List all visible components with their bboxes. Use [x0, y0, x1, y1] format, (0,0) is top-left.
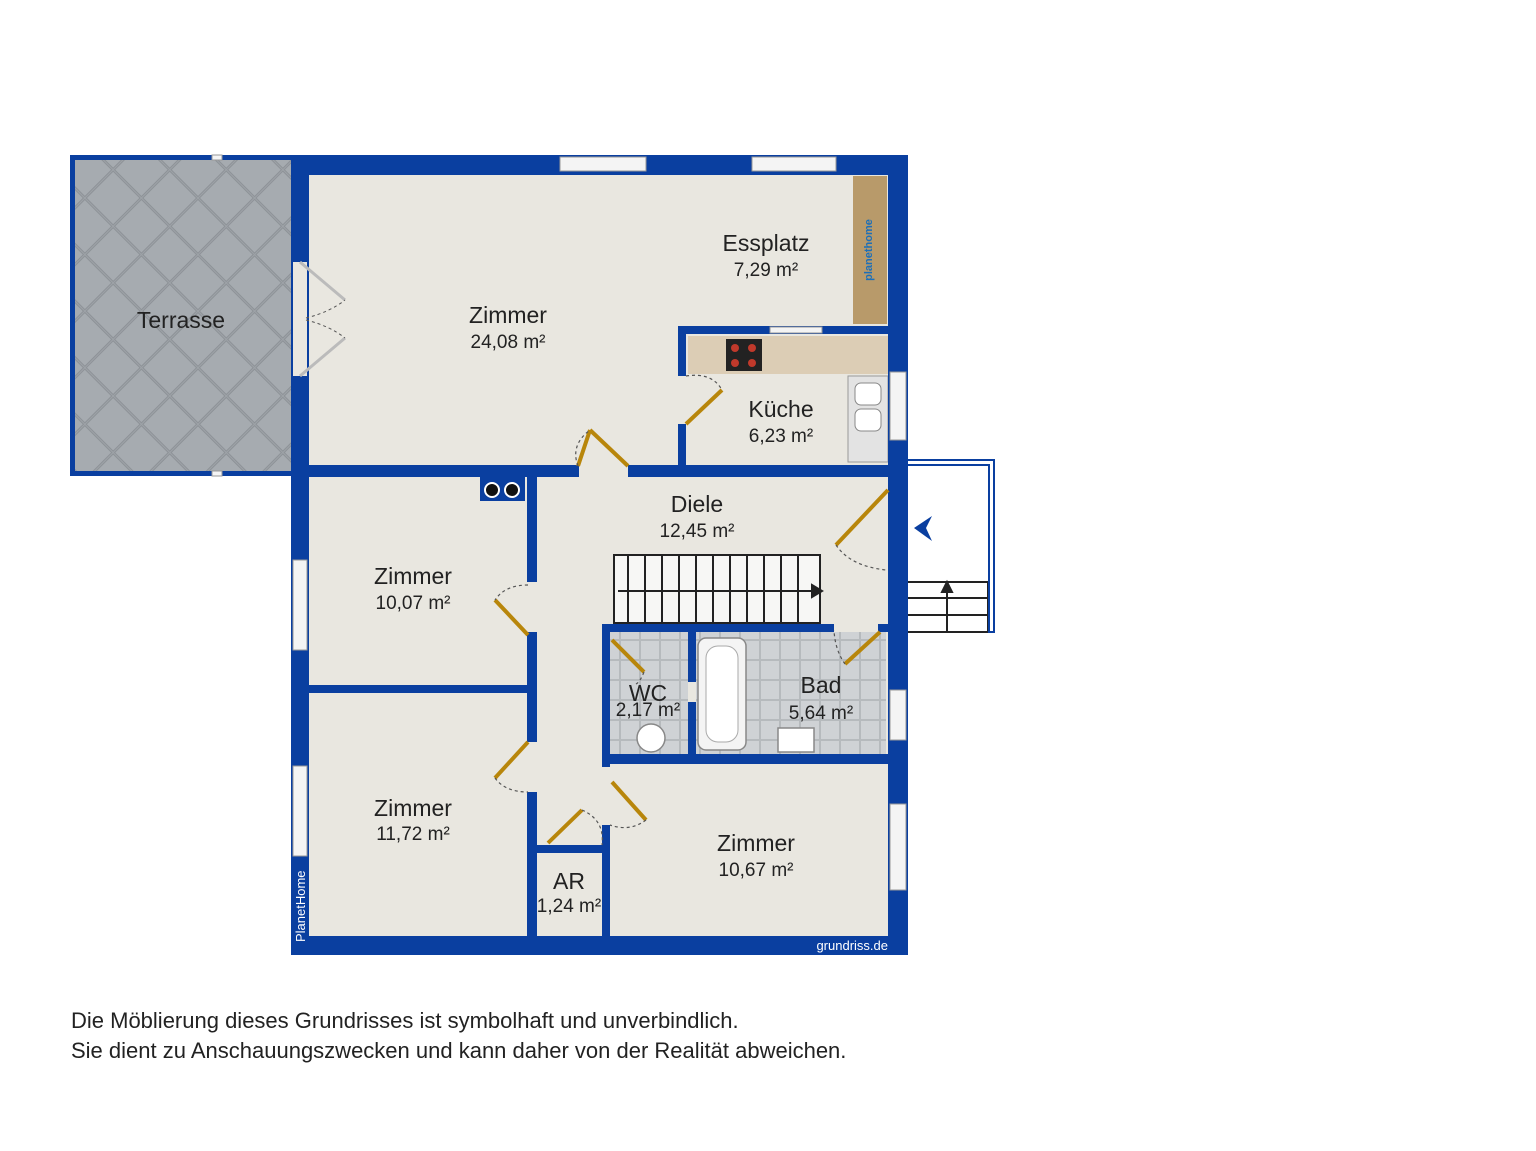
- room-name-diele: Diele: [671, 491, 723, 517]
- disclaimer-line-2: Sie dient zu Anschauungszwecken und kann…: [71, 1038, 847, 1063]
- entrance-arrow-icon: [914, 516, 932, 541]
- room-name-zimmer-1172: Zimmer: [374, 795, 452, 821]
- dining-sideboard: [853, 176, 887, 324]
- basin-icon: [777, 727, 815, 753]
- room-area-kueche: 6,23 m²: [749, 426, 813, 447]
- room-area-zimmer-1067: 10,67 m²: [719, 860, 794, 881]
- room-name-wc: WC: [629, 680, 667, 706]
- room-name-zimmer-1067: Zimmer: [717, 830, 795, 856]
- room-area-ar: 1,24 m²: [537, 896, 601, 917]
- room-area-wc: 2,17 m²: [616, 700, 680, 721]
- room-name-zimmer-1007: Zimmer: [374, 563, 452, 589]
- chimney-icon: [484, 482, 500, 498]
- room-area-zimmer-1007: 10,07 m²: [376, 593, 451, 614]
- terrace-door: [293, 260, 346, 378]
- room-area-diele: 12,45 m²: [660, 521, 735, 542]
- room-area-zimmer-1172: 11,72 m²: [376, 824, 450, 845]
- disclaimer: Die Möblierung dieses Grundrisses ist sy…: [71, 1006, 846, 1066]
- entrance-railing: [906, 459, 995, 633]
- room-name-zimmer-main: Zimmer: [469, 302, 547, 328]
- planethome-logo: planethome: [863, 219, 875, 281]
- room-area-zimmer-main: 24,08 m²: [471, 332, 546, 353]
- room-area-bad: 5,64 m²: [789, 703, 853, 724]
- kitchen-counter: [688, 336, 888, 374]
- doors: [493, 388, 890, 845]
- door-swings: [494, 374, 887, 846]
- room-name-terrasse: Terrasse: [137, 307, 225, 333]
- room-name-ar: AR: [553, 868, 585, 894]
- room-name-essplatz: Essplatz: [723, 230, 810, 256]
- stove-icon: [726, 339, 762, 371]
- disclaimer-line-1: Die Möblierung dieses Grundrisses ist sy…: [71, 1008, 739, 1033]
- watermark-planethome: PlanetHome: [293, 870, 308, 942]
- room-name-kueche: Küche: [748, 396, 813, 422]
- room-area-essplatz: 7,29 m²: [734, 260, 798, 281]
- watermark-grundriss: grundriss.de: [816, 938, 888, 953]
- toilet-icon: [636, 723, 666, 753]
- staircase: [613, 554, 824, 624]
- entrance-steps: [905, 579, 989, 633]
- windows: [211, 154, 907, 891]
- terrasse-floor: [72, 158, 294, 474]
- room-name-bad: Bad: [801, 672, 842, 698]
